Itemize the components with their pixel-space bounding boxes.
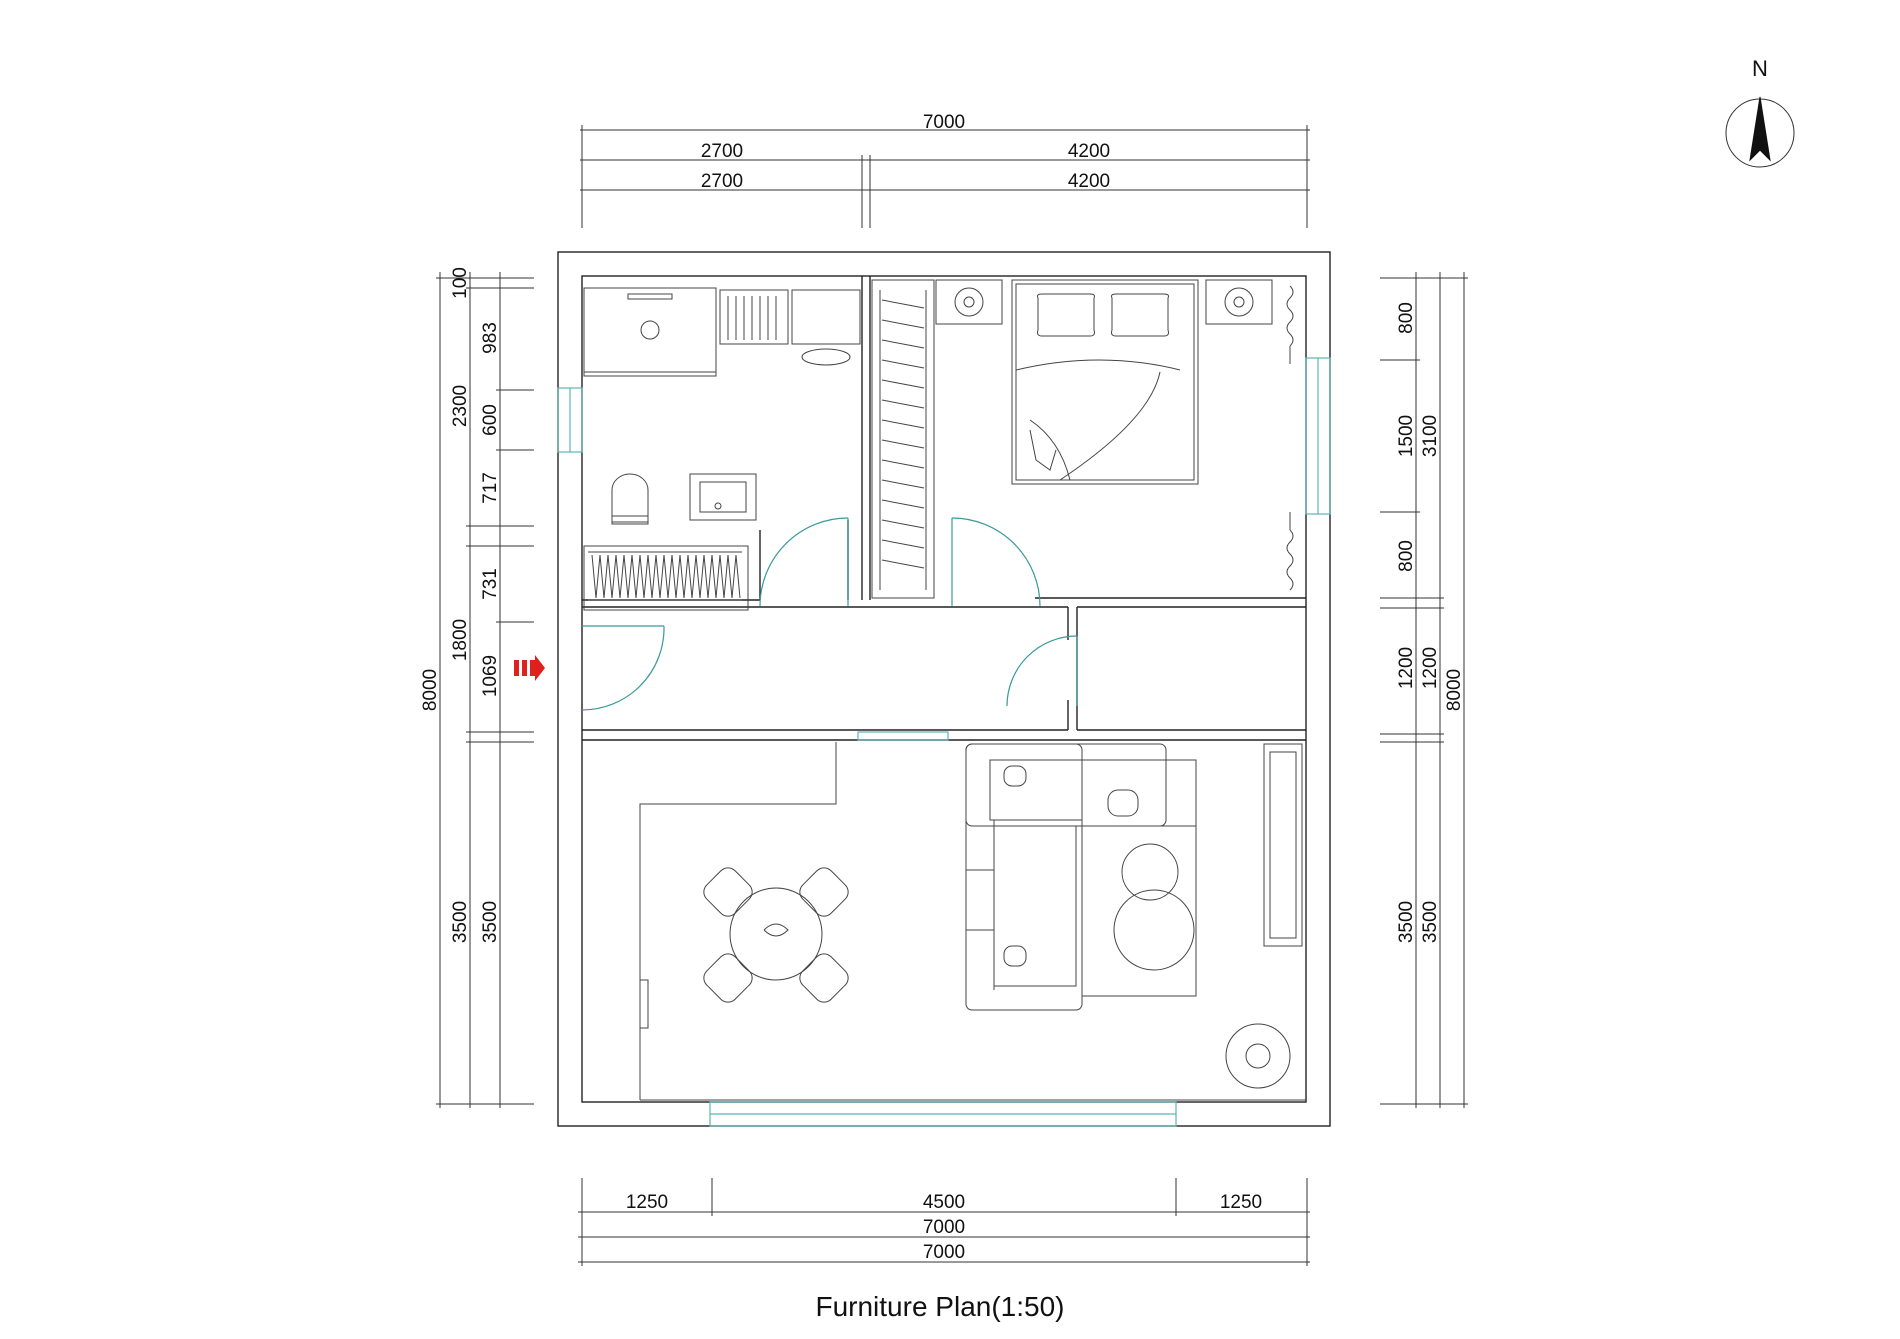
dim-left-upper: 2300 [450, 385, 471, 427]
dim-left-731: 731 [480, 568, 501, 600]
living-dining-furniture [639, 742, 1306, 1101]
dim-top-overall: 7000 [923, 112, 965, 133]
dim-left-600: 600 [480, 404, 501, 436]
bedroom-furniture [871, 279, 1294, 599]
dim-left-100: 100 [450, 267, 471, 299]
dim-right-overall: 8000 [1444, 669, 1465, 711]
bottom-dimensions: 1250 4500 1250 7000 7000 [578, 1178, 1310, 1266]
dim-top-right-2: 4200 [1068, 171, 1110, 192]
dim-left-717: 717 [480, 472, 501, 504]
dim-left-middle: 1800 [450, 619, 471, 661]
dim-right-3100: 3100 [1420, 415, 1441, 457]
dim-right-800-top: 800 [1396, 302, 1417, 334]
dim-bottom-overall-1: 7000 [923, 1217, 965, 1238]
hall-wardrobe [583, 545, 749, 611]
dim-bottom-seg-left: 1250 [626, 1192, 668, 1213]
entry-arrow-icon [514, 655, 545, 681]
left-dimensions: 8000 2300 1800 3500 100 983 600 717 731 … [420, 267, 534, 1108]
dim-right-800-bottom: 800 [1396, 540, 1417, 572]
dim-left-overall: 8000 [420, 669, 441, 711]
dim-right-1500: 1500 [1396, 415, 1417, 457]
dim-bottom-overall-2: 7000 [923, 1242, 965, 1263]
dim-left-lower: 3500 [450, 901, 471, 943]
north-label: N [1752, 56, 1768, 81]
walls [557, 251, 1331, 1127]
dim-top-right-1: 4200 [1068, 141, 1110, 162]
doors [581, 517, 1078, 711]
top-dimensions: 7000 2700 4200 2700 4200 [580, 112, 1310, 228]
dim-right-1200-b: 1200 [1420, 647, 1441, 689]
dim-top-left-2: 2700 [701, 171, 743, 192]
dim-left-1069: 1069 [480, 655, 501, 697]
dim-right-3500-a: 3500 [1396, 901, 1417, 943]
dim-bottom-seg-mid: 4500 [923, 1192, 965, 1213]
dim-right-3500-b: 3500 [1420, 901, 1441, 943]
windows [557, 357, 1331, 1127]
dim-left-983: 983 [480, 322, 501, 354]
dim-top-left-1: 2700 [701, 141, 743, 162]
dim-right-1200-a: 1200 [1396, 647, 1417, 689]
dim-left-3500: 3500 [480, 901, 501, 943]
dim-bottom-seg-right: 1250 [1220, 1192, 1262, 1213]
bathroom-fixtures [583, 287, 861, 525]
right-dimensions: 800 1500 800 3100 1200 1200 8000 3500 35… [1380, 272, 1468, 1108]
north-arrow-icon: N [1725, 56, 1795, 168]
plan-title: Furniture Plan(1:50) [815, 1291, 1064, 1322]
